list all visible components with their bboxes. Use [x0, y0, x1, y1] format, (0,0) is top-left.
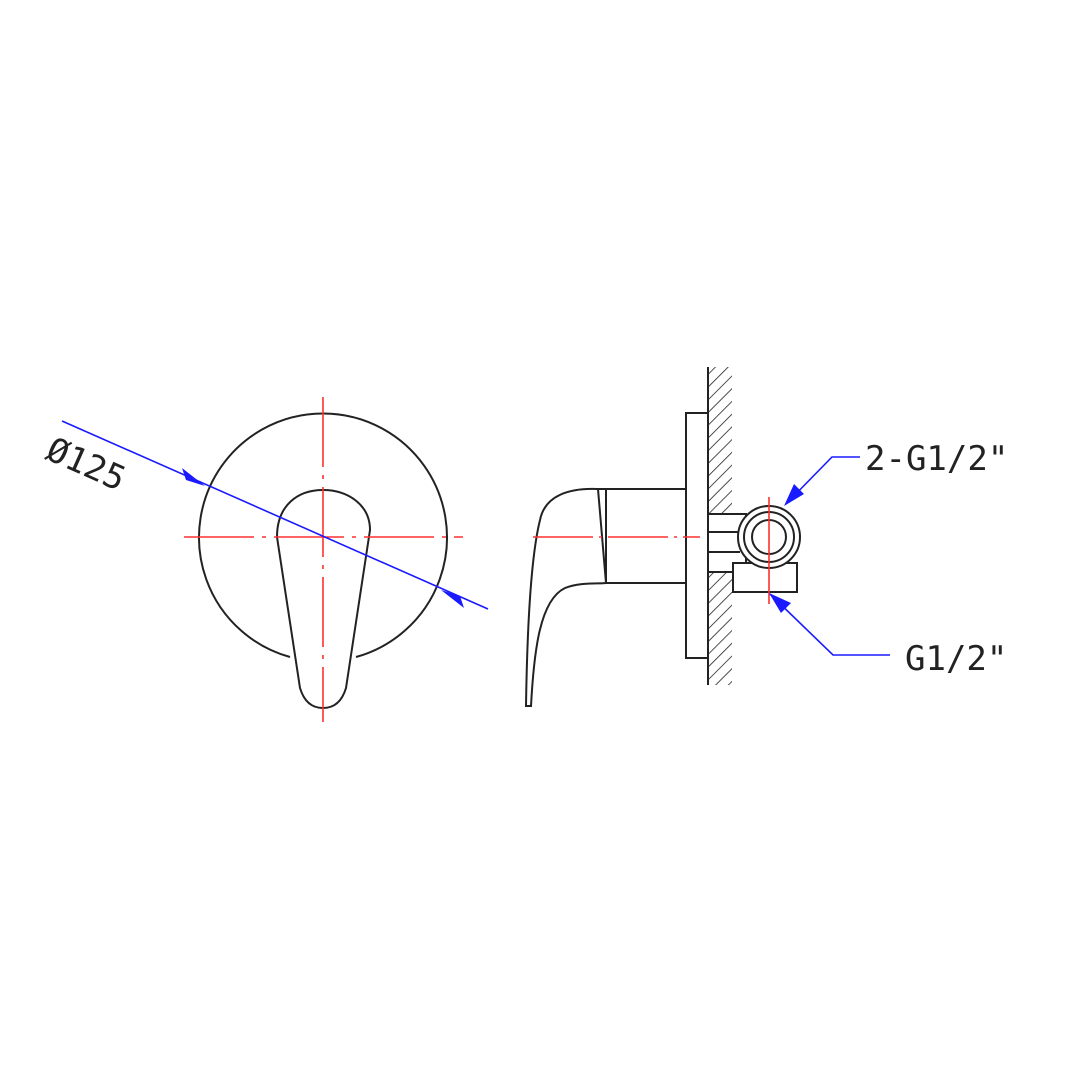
side-view [524, 367, 801, 707]
valve-body [605, 488, 687, 584]
lever-seam [597, 488, 607, 584]
arrowhead-icon [784, 484, 804, 506]
inlet-port-label: G1/2" [905, 639, 1007, 679]
front-centerlines [184, 397, 463, 722]
outlet-port-label: 2-G1/2" [865, 439, 1008, 479]
arrowhead-icon [441, 590, 464, 608]
arrowhead-icon [182, 468, 205, 486]
port-leaders [769, 456, 890, 656]
inlet-leader-line [769, 593, 890, 656]
lever-handle [275, 488, 372, 710]
side-lever [524, 487, 607, 707]
dimension-line [61, 420, 489, 610]
outlet-leader-line [785, 456, 860, 505]
flange-plate [685, 412, 709, 659]
side-centerlines [533, 497, 770, 604]
diameter-label: Ø125 [40, 430, 131, 500]
arrowhead-icon [769, 593, 791, 613]
diameter-dimension: Ø125 [40, 420, 489, 610]
